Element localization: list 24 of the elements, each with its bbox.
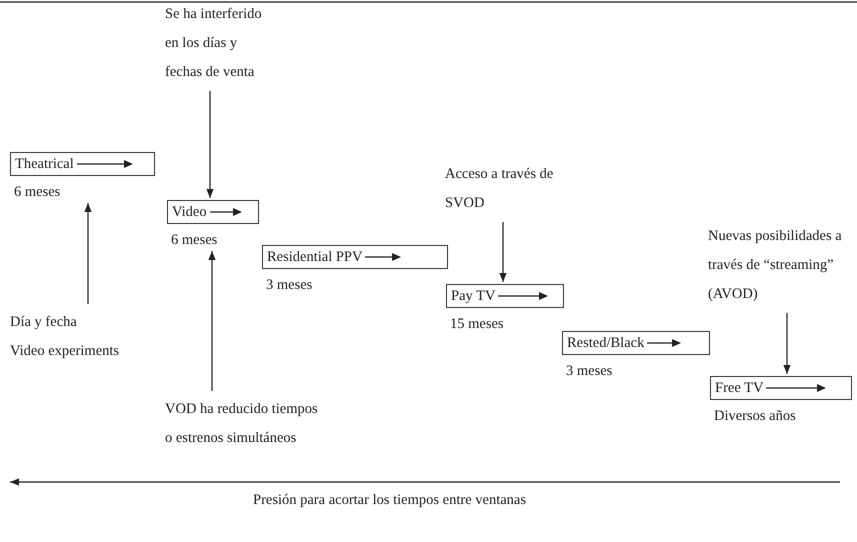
window-label: Pay TV	[451, 288, 496, 304]
window-label: Rested/Black	[567, 334, 644, 352]
duration-label: 3 meses	[266, 277, 312, 294]
duration-label: 6 meses	[171, 232, 218, 249]
annotation-text: Se ha interferido en los días y fechas de venta	[165, 5, 263, 82]
annotation-text: Acceso a través de SVOD	[445, 165, 554, 213]
duration-label: 3 meses	[566, 363, 612, 380]
duration-label: Diversos años	[714, 408, 796, 425]
window-label: Theatrical	[15, 156, 74, 172]
annotation-text: Video experiments	[10, 342, 120, 361]
window-label: Residential PPV	[267, 248, 362, 266]
annotation-text: Nuevas posibilidades a través de “streaming” (AVOD)	[708, 227, 843, 304]
arrow	[499, 222, 507, 282]
window-label: Free TV	[715, 380, 764, 396]
duration-label: 15 meses	[450, 316, 504, 333]
annotation-text: VOD ha reducido tiempos o estrenos simultáneos	[165, 400, 319, 448]
arrow	[84, 203, 92, 304]
duration-label: 6 meses	[14, 184, 60, 201]
axis-caption: Presión para acortar los tiempos entre ventanas	[253, 492, 526, 509]
arrow	[206, 91, 214, 198]
window-label: Video	[172, 204, 207, 220]
arrow	[208, 251, 216, 391]
arrow	[783, 313, 791, 374]
annotation-text: Día y fecha	[10, 313, 78, 332]
